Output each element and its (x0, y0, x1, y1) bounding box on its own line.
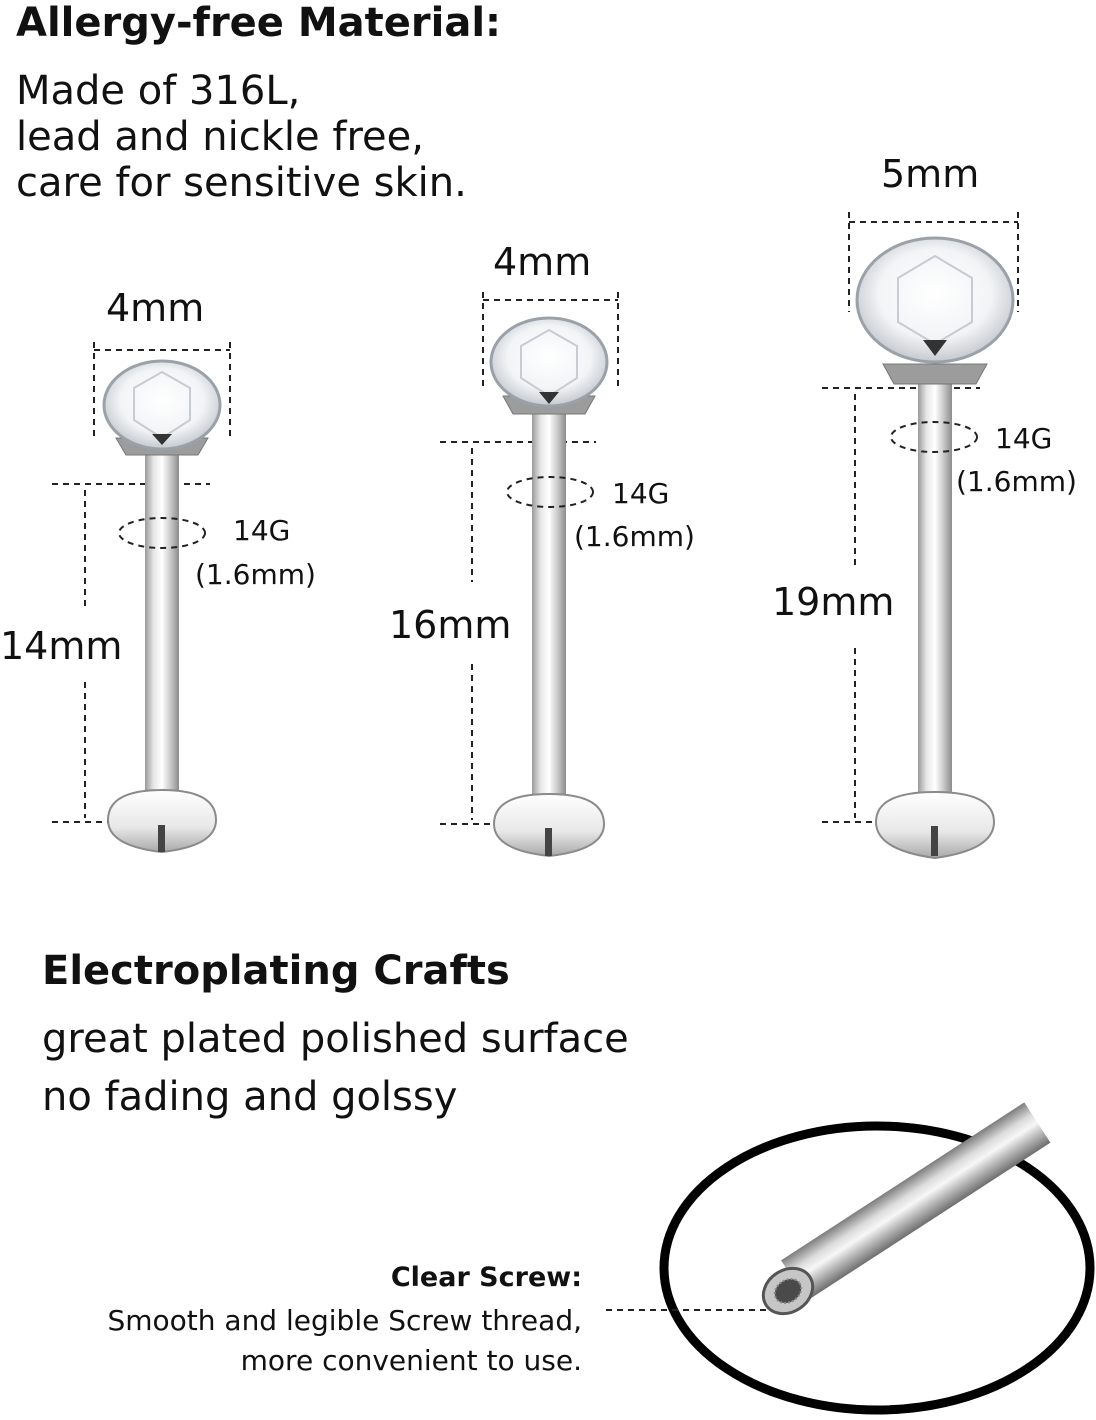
labret-stud-2 (440, 292, 619, 858)
product-2-length: 16mm (389, 603, 512, 647)
product-2-top-width: 4mm (493, 240, 592, 284)
allergy-title: Allergy-free Material: (16, 0, 502, 46)
product-2-gauge: 14G (612, 477, 670, 510)
screw-detail (606, 1102, 1095, 1415)
plating-line-2: no fading and golssy (42, 1074, 458, 1120)
product-2-gauge-mm: (1.6mm) (574, 520, 695, 553)
screw-title: Clear Screw: (390, 1262, 582, 1293)
product-1-top-width: 4mm (106, 286, 205, 330)
plating-line-1: great plated polished surface (42, 1016, 629, 1062)
product-3-top-width: 5mm (881, 152, 980, 196)
product-3-gauge: 14G (995, 422, 1053, 455)
screw-line-2: more convenient to use. (240, 1344, 582, 1377)
plating-title: Electroplating Crafts (42, 948, 510, 994)
product-1-length: 14mm (0, 624, 123, 668)
product-3-length: 19mm (772, 580, 895, 624)
labret-stud-3 (822, 212, 1019, 860)
product-3-gauge-mm: (1.6mm) (956, 465, 1077, 498)
screw-line-1: Smooth and legible Screw thread, (107, 1304, 582, 1337)
allergy-line-2: lead and nickle free, (16, 114, 424, 160)
product-1-gauge-mm: (1.6mm) (195, 558, 316, 591)
product-1-gauge: 14G (233, 514, 291, 547)
allergy-line-1: Made of 316L, (16, 68, 301, 114)
labret-stud-1 (52, 342, 231, 854)
allergy-line-3: care for sensitive skin. (16, 160, 467, 206)
